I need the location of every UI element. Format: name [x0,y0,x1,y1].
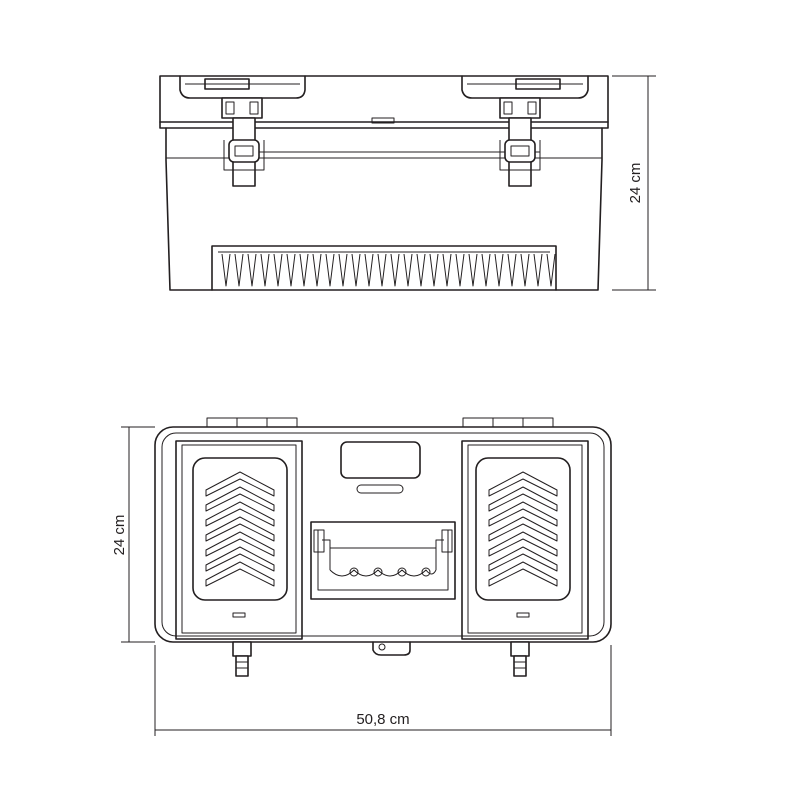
grip-rib [507,253,517,287]
latch-stub-right [510,641,530,677]
front-tab [372,641,411,656]
chevron-rib [205,501,275,527]
lid-panel-right [461,440,589,640]
top-view: 24 cm 50,8 cm [111,417,612,736]
grip-rib [494,253,504,287]
grip-rib [377,253,387,287]
grip-rib [468,253,478,287]
chevron-rib [205,516,275,542]
chevron-rib [488,471,558,497]
grip-rib [247,253,257,287]
height-dimension-label: 24 cm [627,163,644,204]
grip-rib [351,253,361,287]
grip-rib [533,253,543,287]
grip-rib [234,253,244,287]
chevron-rib [205,561,275,587]
width-dimension-label: 50,8 cm [356,711,409,728]
grip-rib [286,253,296,287]
grip-rib [403,253,413,287]
grip-rib [299,253,309,287]
carry-handle [310,521,456,600]
grip-rib [442,253,452,287]
grip-rib [221,253,231,287]
grip-rib [312,253,322,287]
chevron-rib [488,546,558,572]
chevron-rib [488,561,558,587]
chevron-rib [205,546,275,572]
front-grip-ribs [211,245,557,291]
chevron-rib [205,471,275,497]
grip-rib [390,253,400,287]
front-view: 24 cm [159,75,656,291]
grip-rib [455,253,465,287]
height-dimension: 24 cm [612,75,656,291]
grip-rib [273,253,283,287]
grip-rib [520,253,530,287]
width-dimension: 50,8 cm [154,645,612,736]
chevron-rib [488,516,558,542]
depth-dimension-label: 24 cm [111,515,128,556]
depth-dimension: 24 cm [111,426,155,643]
chevron-rib [488,531,558,557]
latch-left [221,97,265,187]
chevron-rib [488,501,558,527]
grip-rib [364,253,374,287]
chevron-rib [205,531,275,557]
grip-rib [546,253,556,287]
grip-rib [481,253,491,287]
grip-rib [338,253,348,287]
latch-stub-left [232,641,252,677]
grip-rib [416,253,426,287]
label-plate [340,441,421,479]
chevron-rib [488,486,558,512]
grip-rib [325,253,335,287]
chevron-rib [205,486,275,512]
lid-panel-left [175,440,303,640]
lid-latch-pad-right [461,75,589,99]
hinge-tabs [206,417,554,428]
grip-rib [260,253,270,287]
slot [356,484,404,494]
latch-right [499,97,541,187]
lid-latch-pad-left [179,75,306,99]
grip-rib [429,253,439,287]
